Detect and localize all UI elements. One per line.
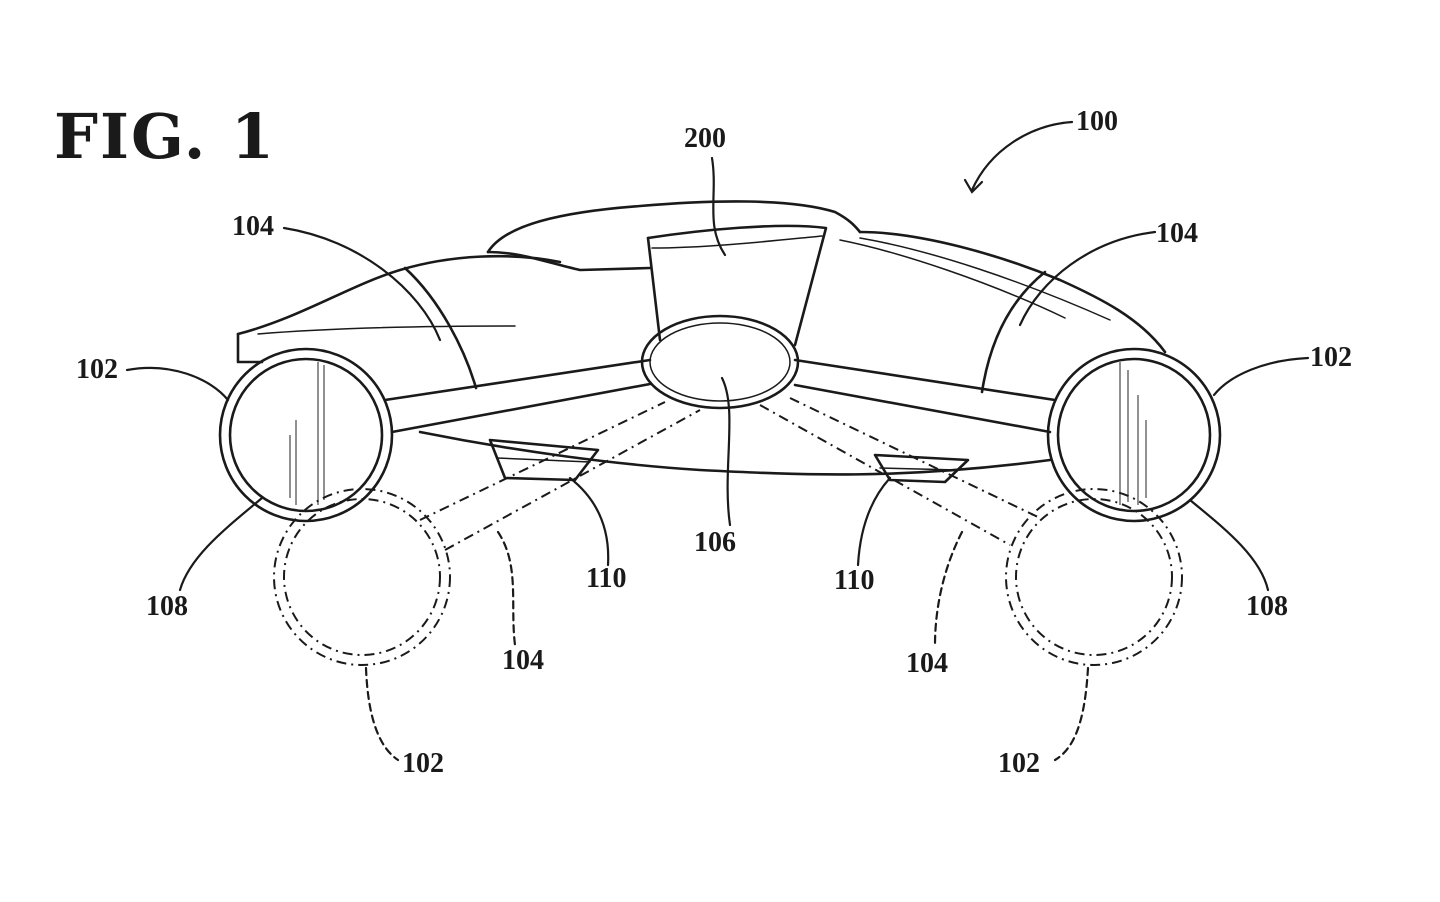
pylon: [648, 226, 826, 345]
figure-title: FIG. 1: [54, 100, 276, 173]
ref-104-top-left: 104: [232, 213, 274, 241]
ref-100: 100: [1076, 108, 1118, 136]
ref-106: 106: [694, 529, 736, 557]
arm-right: [795, 360, 1055, 432]
ref-108-left: 108: [146, 593, 188, 621]
vehicle-body: [238, 201, 1165, 474]
ref-110-right: 110: [834, 567, 874, 595]
deployed-rotor-left: [274, 489, 450, 665]
ref-200: 200: [684, 125, 726, 153]
ref-110-left: 110: [586, 565, 626, 593]
rotor-left: [220, 349, 392, 521]
ref-108-right: 108: [1246, 593, 1288, 621]
ref-102-bottom-left: 102: [402, 750, 444, 778]
deployed-arm-left: [420, 402, 700, 550]
arm-left: [385, 360, 650, 432]
central-hub: [642, 316, 798, 408]
ref-102-right: 102: [1310, 344, 1352, 372]
ref-104-bottom-right: 104: [906, 650, 948, 678]
ref-104-top-right: 104: [1156, 220, 1198, 248]
deployed-arm-right: [760, 398, 1040, 545]
ref-104-bottom-left: 104: [502, 647, 544, 675]
leader-lines: [127, 122, 1308, 760]
ref-102-left: 102: [76, 356, 118, 384]
rotor-right: [1048, 349, 1220, 521]
ref-102-bottom-right: 102: [998, 750, 1040, 778]
